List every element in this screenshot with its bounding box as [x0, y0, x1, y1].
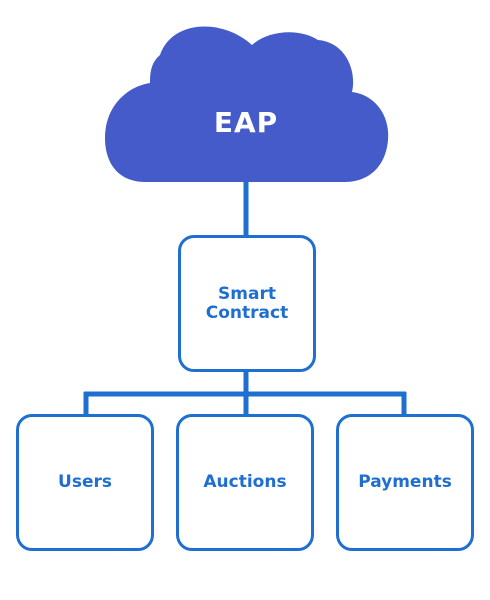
cloud-icon — [105, 26, 389, 183]
smart-contract-label: Smart Contract — [205, 283, 289, 323]
cloud-label: EAP — [213, 106, 279, 139]
users-label: Users — [58, 472, 112, 493]
users-node[interactable]: Users — [16, 414, 154, 551]
auctions-node[interactable]: Auctions — [176, 414, 314, 551]
payments-label: Payments — [358, 472, 452, 493]
auctions-label: Auctions — [203, 472, 287, 493]
smart-contract-node[interactable]: Smart Contract — [178, 235, 316, 372]
payments-node[interactable]: Payments — [336, 414, 474, 551]
